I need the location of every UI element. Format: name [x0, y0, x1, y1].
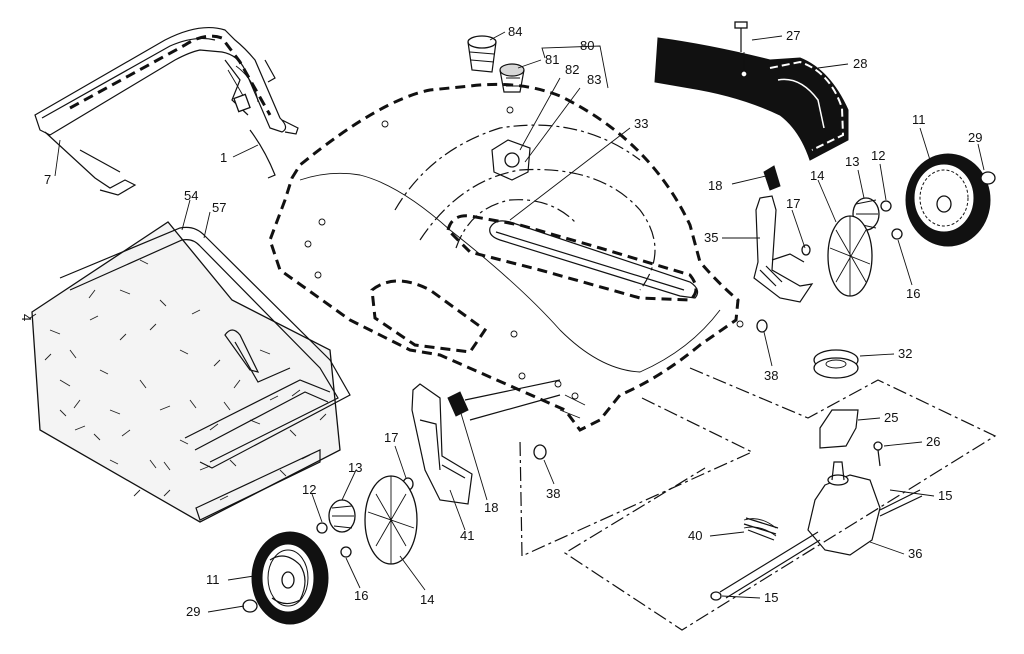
callout-83: 83: [587, 72, 601, 87]
callout-12-left: 12: [302, 482, 316, 497]
callout-17-right: 17: [786, 196, 800, 211]
callout-18-left: 18: [484, 500, 498, 515]
leader-lines: [29, 31, 985, 613]
callout-82: 82: [565, 62, 579, 77]
callout-80: 80: [580, 38, 594, 53]
callout-15-right: 15: [938, 488, 952, 503]
callout-35: 35: [704, 230, 718, 245]
callout-16-right: 16: [906, 286, 920, 301]
upper-handle: [34, 26, 299, 196]
callout-84: 84: [508, 24, 522, 39]
callout-17-left: 17: [384, 430, 398, 445]
callout-11-right: 11: [912, 112, 926, 127]
callout-14-left: 14: [420, 592, 434, 607]
callout-36: 36: [908, 546, 922, 561]
callout-13-left: 13: [348, 460, 362, 475]
callout-28: 28: [853, 56, 867, 71]
mower-deck: [268, 82, 744, 432]
callout-41: 41: [460, 528, 474, 543]
rear-flap: [654, 21, 849, 161]
callout-81: 81: [545, 52, 559, 67]
left-wheel-assembly: [242, 379, 561, 625]
callout-38-left: 38: [546, 486, 560, 501]
drive-control-parts: [467, 35, 531, 181]
callout-32: 32: [898, 346, 912, 361]
callout-29-right: 29: [968, 130, 982, 145]
callout-25: 25: [884, 410, 898, 425]
callout-57: 57: [212, 200, 226, 215]
callout-16-left: 16: [354, 588, 368, 603]
callout-12-right: 12: [871, 148, 885, 163]
callout-15-bottom: 15: [764, 590, 778, 605]
callout-38-right: 38: [764, 368, 778, 383]
callout-27: 27: [786, 28, 800, 43]
callout-26: 26: [926, 434, 940, 449]
grass-catcher-bag: [31, 221, 351, 523]
callout-54: 54: [184, 188, 198, 203]
right-wheel-assembly: [753, 153, 996, 333]
callout-13-right: 13: [845, 154, 859, 169]
callout-40: 40: [688, 528, 702, 543]
callout-14-right: 14: [810, 168, 824, 183]
callout-labels: 1 7 4 54 57 84 80 81 82 83 33 27 28 11 2…: [19, 24, 982, 619]
callout-33: 33: [634, 116, 648, 131]
callout-11-left: 11: [206, 572, 220, 587]
callout-29-left: 29: [186, 604, 200, 619]
callout-1: 1: [220, 150, 227, 165]
transmission-assembly: [519, 349, 997, 631]
callout-4: 4: [19, 314, 34, 321]
callout-7: 7: [44, 172, 51, 187]
callout-18-right: 18: [708, 178, 722, 193]
